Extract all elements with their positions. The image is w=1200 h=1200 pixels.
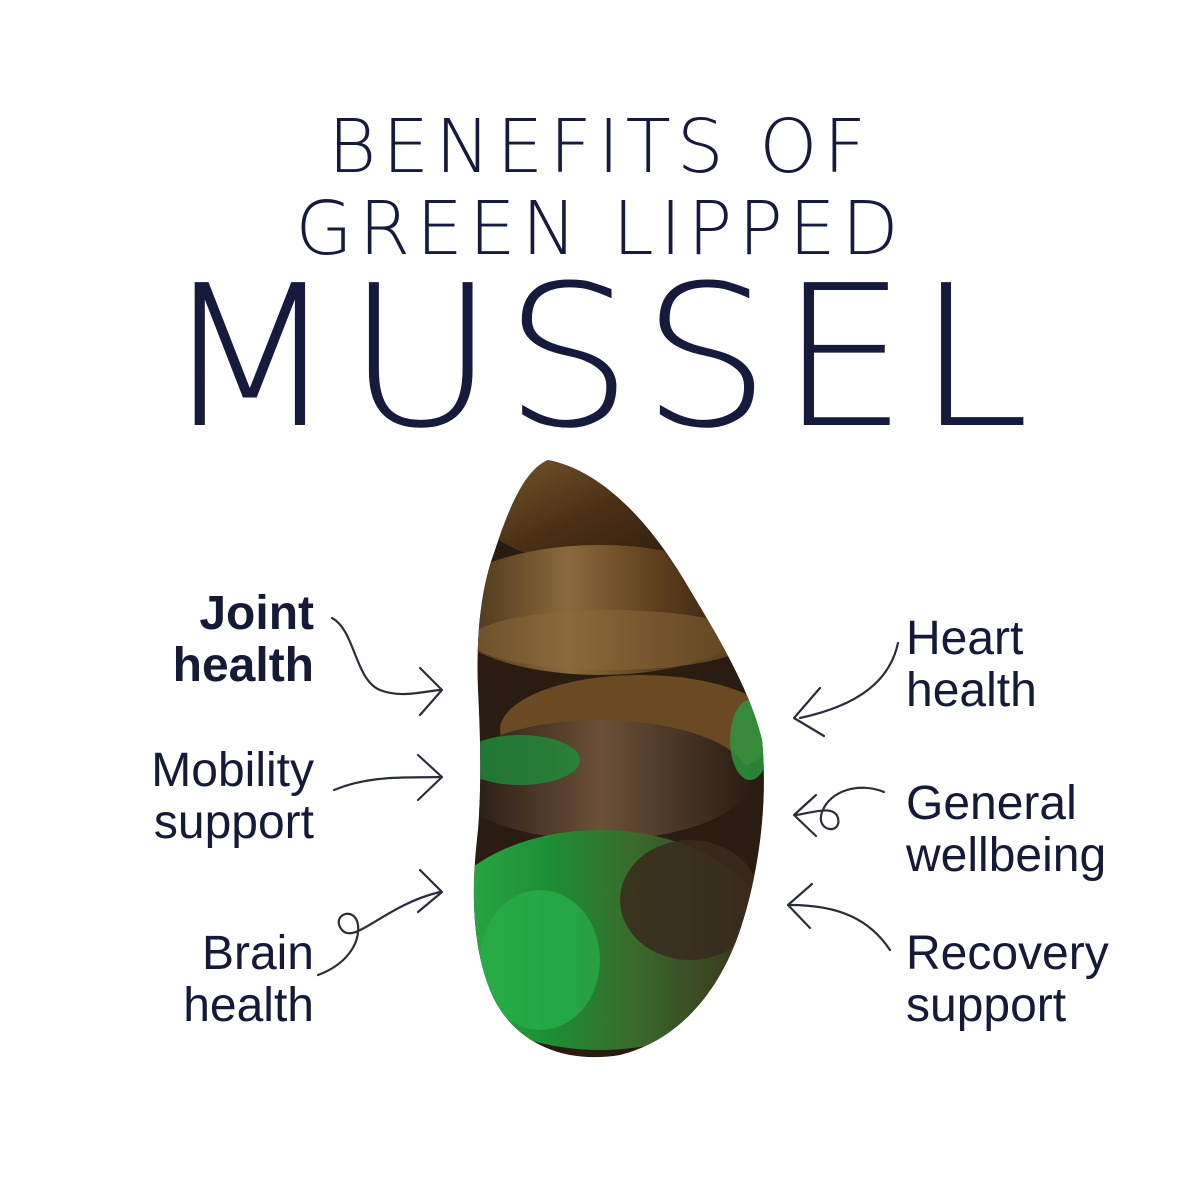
benefit-joint-health: Joint health — [172, 587, 314, 692]
benefit-recovery-support: Recovery support — [906, 927, 1109, 1032]
benefit-general-wellbeing: General wellbeing — [906, 777, 1107, 882]
arrow-brain-health-icon — [316, 890, 442, 977]
arrow-mobility-support-icon — [332, 775, 442, 792]
arrow-heart-health-icon — [798, 641, 900, 720]
benefit-mobility-support: Mobility support — [151, 744, 314, 849]
title-line-1: BENEFITS OF — [327, 104, 873, 190]
arrow-recovery-support-icon — [788, 903, 892, 952]
arrow-joint-health-icon — [330, 616, 442, 696]
title-line-2: GREEN LIPPED — [295, 186, 905, 272]
title-main: MUSSEL — [161, 244, 1039, 472]
benefit-brain-health: Brain health — [183, 927, 314, 1032]
arrow-general-wellbeing-icon — [794, 786, 886, 831]
benefit-heart-health: Heart health — [906, 612, 1037, 717]
